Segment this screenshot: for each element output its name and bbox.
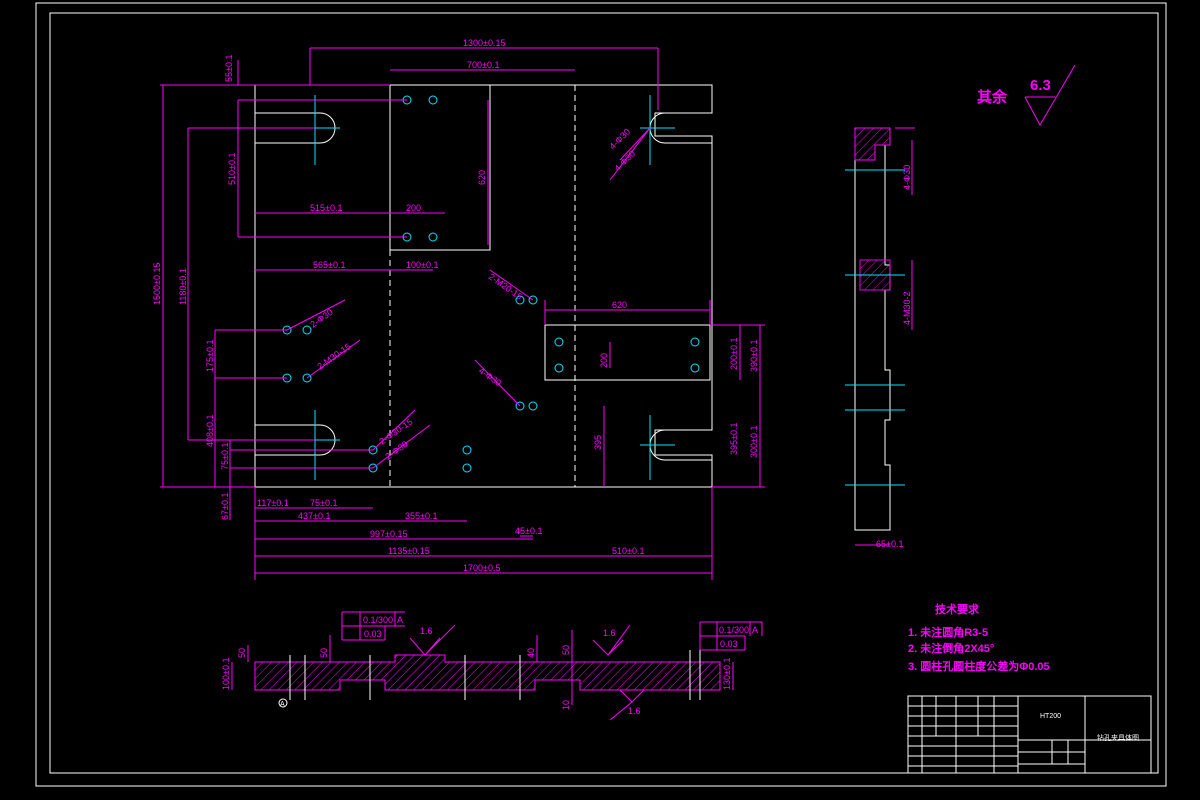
dim-620-horizontal: 620 bbox=[612, 300, 627, 310]
surface-finish-label: 其余 bbox=[977, 88, 1008, 106]
sec-dim-130: 130±0.1 bbox=[722, 658, 732, 690]
dim-997: 997±0.15 bbox=[370, 529, 407, 539]
dim-75-vertical: 75±0.1 bbox=[220, 443, 230, 470]
dim-1500: 1500±0.15 bbox=[152, 263, 162, 305]
roughness-2: 1.6 bbox=[603, 628, 616, 638]
hole-callout-8: 4-Φ30 bbox=[612, 149, 637, 174]
hole-callout-3: 2-Φ30-15 bbox=[377, 417, 414, 447]
dim-390: 390±0.1 bbox=[749, 340, 759, 372]
section-view bbox=[231, 611, 763, 721]
hole-callout-7: 4-Φ30 bbox=[607, 127, 632, 152]
dim-1700: 1700±0.5 bbox=[463, 563, 500, 573]
dim-1300: 1300±0.15 bbox=[463, 38, 505, 48]
dim-117: 117±0.1 bbox=[257, 498, 289, 508]
surface-finish-value: 6.3 bbox=[1030, 77, 1051, 94]
sec-dim-50-left: 50 bbox=[237, 648, 247, 658]
tolerance-1-flatness: 0.03 bbox=[364, 629, 382, 639]
hole-callout-6: 4-Φ30 bbox=[477, 365, 503, 388]
roughness-3: 1.6 bbox=[628, 706, 641, 716]
hole-callout-1: 2-Φ30 bbox=[308, 307, 334, 330]
surface-finish-symbol bbox=[1024, 64, 1076, 127]
side-dim-hole: 4-Φ30 bbox=[902, 165, 912, 190]
dim-55: 55±0.1 bbox=[224, 55, 234, 82]
inner-frame bbox=[49, 12, 1159, 774]
dim-67: 67±0.1 bbox=[220, 493, 230, 520]
dim-75-horizontal: 75±0.1 bbox=[310, 498, 337, 508]
side-dim-thread: 4-M30-2 bbox=[902, 291, 912, 325]
dim-200-vertical: 200 bbox=[599, 353, 609, 368]
tech-requirements-title: 技术要求 bbox=[935, 602, 980, 616]
tolerance-2-flatness: 0.03 bbox=[720, 639, 738, 649]
sec-dim-100: 100±0.1 bbox=[221, 658, 231, 690]
tech-requirement-3: 3. 圆柱孔圆柱度公差为Φ0.05 bbox=[908, 659, 1050, 673]
sec-dim-40: 40 bbox=[526, 648, 536, 658]
dim-395: 395 bbox=[593, 435, 603, 450]
tolerance-2-datum: A bbox=[752, 625, 758, 635]
sec-dim-50-mid: 50 bbox=[319, 648, 329, 658]
dim-700: 700±0.1 bbox=[467, 60, 499, 70]
sec-dim-10: 10 bbox=[561, 700, 571, 710]
title-block-drawing-name: 钻孔夹具体图 bbox=[1097, 733, 1139, 742]
dim-1180: 1180±0.1 bbox=[178, 268, 188, 305]
roughness-1: 1.6 bbox=[420, 626, 433, 636]
outer-frame bbox=[35, 2, 1167, 787]
hole-callout-2: 2-M30-15 bbox=[315, 341, 352, 371]
dim-437: 437±0.1 bbox=[298, 511, 330, 521]
tolerance-1-value: 0.1/300 bbox=[363, 615, 393, 625]
dim-355: 355±0.1 bbox=[405, 511, 437, 521]
datum-label: A bbox=[280, 701, 285, 708]
dim-200-right: 200±0.1 bbox=[729, 338, 739, 370]
dim-510: 510±0.1 bbox=[227, 153, 237, 185]
dim-515: 515±0.1 bbox=[310, 203, 342, 213]
tech-requirement-2: 2. 未注倒角2X45° bbox=[908, 641, 994, 655]
dim-100: 100±0.1 bbox=[406, 260, 438, 270]
side-view bbox=[845, 127, 915, 546]
dim-510-horizontal: 510±0.1 bbox=[612, 546, 644, 556]
dim-300: 300±0.1 bbox=[749, 426, 759, 458]
dim-175: 175±0.1 bbox=[205, 340, 215, 372]
tolerance-2-value: 0.1/300 bbox=[719, 625, 749, 635]
plan-view bbox=[160, 47, 765, 580]
title-block bbox=[907, 695, 1152, 774]
side-dim-65: 65±0.1 bbox=[876, 539, 903, 549]
dim-200: 200 bbox=[406, 203, 421, 213]
dim-395-right: 395±0.1 bbox=[729, 423, 739, 455]
dim-45: 45±0.1 bbox=[515, 526, 542, 536]
tech-requirement-1: 1. 未注圆角R3-5 bbox=[908, 625, 988, 639]
sec-dim-50-right: 50 bbox=[561, 645, 571, 655]
dim-565: 565±0.1 bbox=[313, 260, 345, 270]
hole-callout-5: 2-M20-15 bbox=[487, 271, 524, 301]
title-block-material: HT200 bbox=[1040, 713, 1061, 720]
dim-1135: 1135±0.15 bbox=[388, 546, 430, 556]
tolerance-1-datum: A bbox=[397, 615, 403, 625]
dim-620-vertical: 620 bbox=[477, 170, 487, 185]
dim-408: 408±0.1 bbox=[205, 415, 215, 447]
